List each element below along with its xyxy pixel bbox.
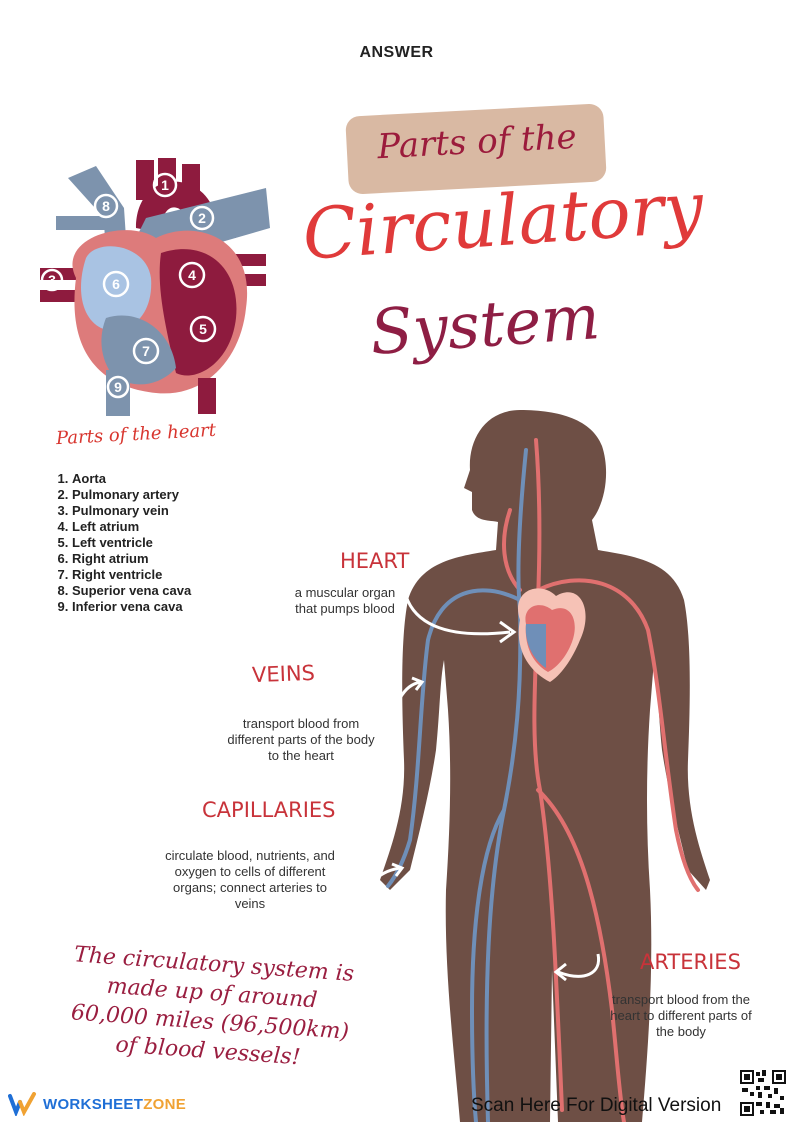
list-item: Superior vena cava — [72, 583, 191, 599]
heart-blue — [525, 624, 546, 668]
main-artery — [532, 438, 564, 1112]
vena-branch — [56, 216, 116, 230]
heart-label: HEART — [340, 549, 410, 573]
marker-7: 7 — [142, 343, 150, 359]
human-body-illustration — [380, 410, 710, 1122]
heart-parts-title: Parts of the heart — [55, 419, 217, 450]
aorta-branch-1 — [136, 160, 154, 200]
list-item: Pulmonary vein — [72, 503, 191, 519]
right-ventricle-shape — [101, 315, 176, 385]
list-item: Aorta — [72, 471, 191, 487]
leg-vein-left — [469, 808, 506, 1122]
pulmonary-vein-left-2 — [40, 290, 80, 302]
marker-circle-9 — [106, 375, 130, 399]
capillaries-arrow — [368, 862, 405, 886]
marker-1: 1 — [161, 177, 169, 193]
marker-9: 9 — [114, 379, 122, 395]
list-item: Inferior vena cava — [72, 599, 191, 615]
marker-4: 4 — [188, 267, 196, 283]
main-vein — [484, 448, 528, 1122]
list-item: Right atrium — [72, 551, 191, 567]
worksheet-zone-logo[interactable]: WORKSHEETZONE — [8, 1092, 186, 1116]
marker-circle-2 — [189, 205, 215, 231]
marker-circle-8 — [93, 193, 119, 219]
logo-text-part1: WORKSHEET — [43, 1095, 144, 1113]
left-ventricle-shape — [159, 249, 237, 376]
marker-circle-3 — [40, 268, 64, 292]
scan-text: Scan Here For Digital Version — [471, 1095, 722, 1116]
body-silhouette — [380, 410, 710, 1122]
arteries-description: transport blood from the heart to differ… — [610, 992, 752, 1039]
answer-label: ANSWER — [359, 44, 434, 61]
right-atrium-shape — [81, 246, 152, 331]
heart-parts-list: Aorta Pulmonary artery Pulmonary vein Le… — [56, 471, 191, 615]
arteries-arrow — [553, 953, 601, 982]
list-item: Left atrium — [72, 519, 191, 535]
leg-artery-right — [536, 788, 626, 1122]
marker-6: 6 — [112, 276, 120, 292]
descending-aorta-shape — [198, 378, 216, 414]
fun-fact: The circulatory system is made up of aro… — [70, 942, 355, 1071]
title-line-2: Circulatory — [300, 166, 706, 276]
list-item: Right ventricle — [72, 567, 191, 583]
list-item: Pulmonary artery — [72, 487, 191, 503]
qr-code-icon[interactable] — [740, 1070, 786, 1116]
logo-text-part2: ZONE — [143, 1095, 187, 1113]
capillaries-description: circulate blood, nutrients, and oxygen t… — [165, 848, 335, 911]
list-item: Left ventricle — [72, 535, 191, 551]
capillaries-label: CAPILLARIES — [202, 798, 336, 822]
aorta-branch-2 — [158, 158, 176, 198]
arteries-label: ARTERIES — [640, 950, 741, 974]
veins-description: transport blood from different parts of … — [227, 716, 375, 763]
logo-w-icon — [8, 1092, 36, 1116]
heart-arrow — [404, 595, 517, 644]
veins-arrow — [398, 676, 425, 699]
marker-circle-4 — [178, 261, 206, 289]
marker-5: 5 — [199, 321, 207, 337]
marker-circle-6 — [102, 270, 130, 298]
marker-8: 8 — [102, 198, 110, 214]
heart-diagram: 1 2 3 4 5 6 7 8 9 — [40, 158, 270, 416]
title-line-3: System — [367, 280, 603, 369]
arm-artery-right — [536, 578, 700, 892]
veins-label: VEINS — [251, 660, 316, 688]
marker-circle-1 — [152, 172, 178, 198]
body-heart — [518, 588, 586, 682]
logo-text: WORKSHEETZONE — [43, 1096, 186, 1113]
marker-circle-5 — [189, 315, 217, 343]
marker-circle-7 — [132, 337, 160, 365]
neck-artery — [502, 508, 522, 592]
marker-2: 2 — [198, 210, 206, 226]
marker-3: 3 — [48, 272, 56, 288]
heart-description: a muscular organ that pumps blood — [294, 585, 396, 616]
aorta-branch-3 — [182, 164, 200, 204]
arm-vein-left — [386, 588, 522, 888]
